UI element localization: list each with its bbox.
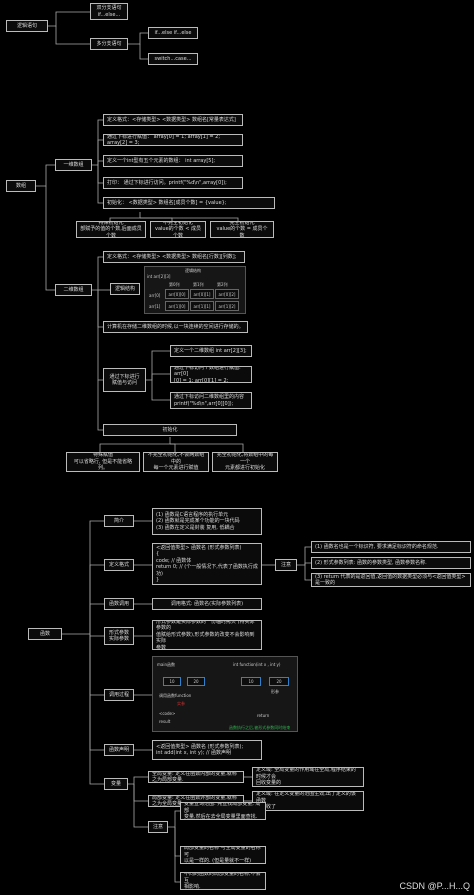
call-node: 函数调用 [104,598,134,610]
y-value-cell: 20 [269,677,289,686]
note-node: 注意 [275,559,297,571]
array-panel-title: 逻辑结构 [185,268,201,273]
cell-0-1: arr[0][1] [190,289,214,299]
two-dim-array-node: 二维数组 [55,284,92,296]
nv2-node: 局部变量的名称 与全局变量的名称可 以是一样的. (但是量就不一样) [180,846,266,864]
cell-0-0: arr[0][0] [165,289,189,299]
intro-node: 简介 [104,515,134,527]
def2-node: 定义格式：<存储类型> <数据类型> 数组名[行数][列数]; [103,251,245,263]
define2d-node: 定义一个二维数组 int arr[2][3]; [170,345,252,357]
col-0-label: 第0列 [169,282,180,287]
dual-branch-node: 双分支语句 if...else... [90,3,128,20]
storage-node: 计算机在存储二维数组的时候,以一块连续的空间进行存储的。 [103,321,248,333]
logic-struct-node: 逻辑结构 [110,283,140,295]
array-logic-panel: 逻辑结构 int arr[2][3] 第0列 第1列 第2列 arr[0] ar… [144,266,246,314]
special-init2-node: 特殊赋值 可以省略行, 但是不能省略列。 [66,452,140,472]
array-node: 数组 [6,180,36,192]
print2d-node: 通过下标访问二维数组里的内容 printf("%d\n",arr[0][0]); [170,392,252,409]
function-node: 函数 [28,628,62,640]
complete-init1-node: 完全初始化 value的个数 = 成员个数 [210,221,274,238]
call-proc-node: 调用过程 [104,689,134,701]
cell-1-1: arr[1][1] [190,301,214,311]
print-index-node: 打印： 通过下标进行访问。printf("%d\n",array[0]); [103,177,243,189]
return-note: 函数执行之后,被形式参数同时结束 [229,725,291,730]
return-label: return [257,713,270,718]
col-1-label: 第1列 [193,282,204,287]
incomplete-init2-node: 不完全初始化,不会两数组中的 每一个元素进行赋值 [143,452,209,472]
function-signature-label: int function(int x , int y) [233,662,281,667]
decl-node: 函数声明 [104,744,134,756]
col-2-label: 第2列 [217,282,228,287]
global-scope-node: 定义域: 全局变量的作用域在全局,程序结束的时候才会 回收变量的 [252,767,364,787]
switch-case-node: switch...case... [148,53,198,65]
params-text-node: 形式参数是实际参数的一份临时拷贝 (将实际参数的 值赋给形式参数),形式参数的改… [152,620,262,650]
note-var-node: 注意 [148,821,168,833]
init1-node: 初始化： <数据类型> 数组名[成员个数] = {value}; [103,197,275,209]
global-var-node: 全局变量: 定义在函数内部的变量,就称之为局部变量. [148,771,244,783]
row-0-label: arr[0] [149,293,161,298]
intro-text-node: (1) 函数是C语言程序的执行单元 (2) 函数就是完成某个功能的一块代码 (3… [152,508,262,535]
cell-0-2: arr[0][2] [215,289,239,299]
call-process-panel: main函数 int function(int x , int y) 10 20… [152,656,298,732]
if-else-if-node: if...else if...else [148,27,198,39]
result-label: result [159,719,171,724]
variable-node: 变量 [104,778,128,790]
a-value-cell: 10 [163,677,181,686]
params-node: 形式参数 实际参数 [104,627,134,645]
param-label: 形参 [271,689,279,694]
init2-node: 初始化 [103,424,237,436]
main-func-label: main函数 [157,662,175,667]
def-format-node: 定义格式 [104,559,134,571]
arg-label: 实参 [177,701,185,706]
call-text-node: 调用格式: 函数名(实际参数列表) [152,598,262,610]
note2-node: (2) 形式参数列表: 函数的参数类型, 函数参数名称. [311,557,471,569]
x-value-cell: 10 [241,677,261,686]
row-1-label: arr[1] [149,304,161,309]
array-panel-row-label: int arr[2][3] [147,274,171,279]
one-dim-array-node: 一维数组 [55,159,92,171]
init-assign-node: 通过下标进行赋值： array[0] = 1; array[1] = 2; ar… [103,134,243,146]
csdn-watermark: CSDN @P...H...Q [399,881,470,891]
nv3-node: 不同的函数的局部变量的名称,不会互 相影响. [180,872,266,890]
partial-init1-node: 特殊初始化 部赋予的值的个数,后面成员个数 [76,221,146,238]
logic-node: 逻辑语句 [6,20,48,32]
def1-node: 定义格式：<存储类型> <数据类型> 数组名[常量表达式] [103,114,243,126]
note3-node: (3) return 代表的是返回值,返回值的数据类型必须与<返回值类型>是一致… [311,573,471,587]
call-function-label: 调用函数function [159,693,192,698]
assign-index-node: 通过下标进行 赋值与访问 [103,368,146,392]
cell-1-0: arr[1][0] [165,301,189,311]
code-label: <code> [159,711,176,716]
decl-text-node: <返回值类型> 函数名 (形式参数列表); int add(int x, int… [152,740,262,760]
define-int5-node: 定义一个int型有五个元素的数组： int array[5]; [103,155,243,167]
local-scope-node: 定义域: 在定义变量的范围生效,出了定义的该函数 就回收了 [252,791,364,811]
nv1-node: 变量查询范围: 先查找局部变量, 局部 变量,然后在去全局变量里面查找. [180,802,266,820]
def-format-text-node: <返回值类型> 函数名 (形式参数列表) { code; // 函数体 retu… [152,543,262,585]
note1-node: (1) 函数名也是一个标识符, 要求满足标识符的命名规范. [311,541,471,553]
b-value-cell: 20 [187,677,205,686]
cell-1-2: arr[1][2] [215,301,239,311]
complete-init2-node: 完全初始化,将数组中的每一个 元素都进行初始化 [212,452,278,472]
assign2d-node: 通过下标访问个数组进行赋值: arr[0] [0] = 1; arr[0][1]… [170,366,252,383]
multi-branch-node: 多分支语句 [90,38,128,50]
incomplete-init1-node: 不完全初始化 value的个数 < 成员个数 [150,221,206,238]
